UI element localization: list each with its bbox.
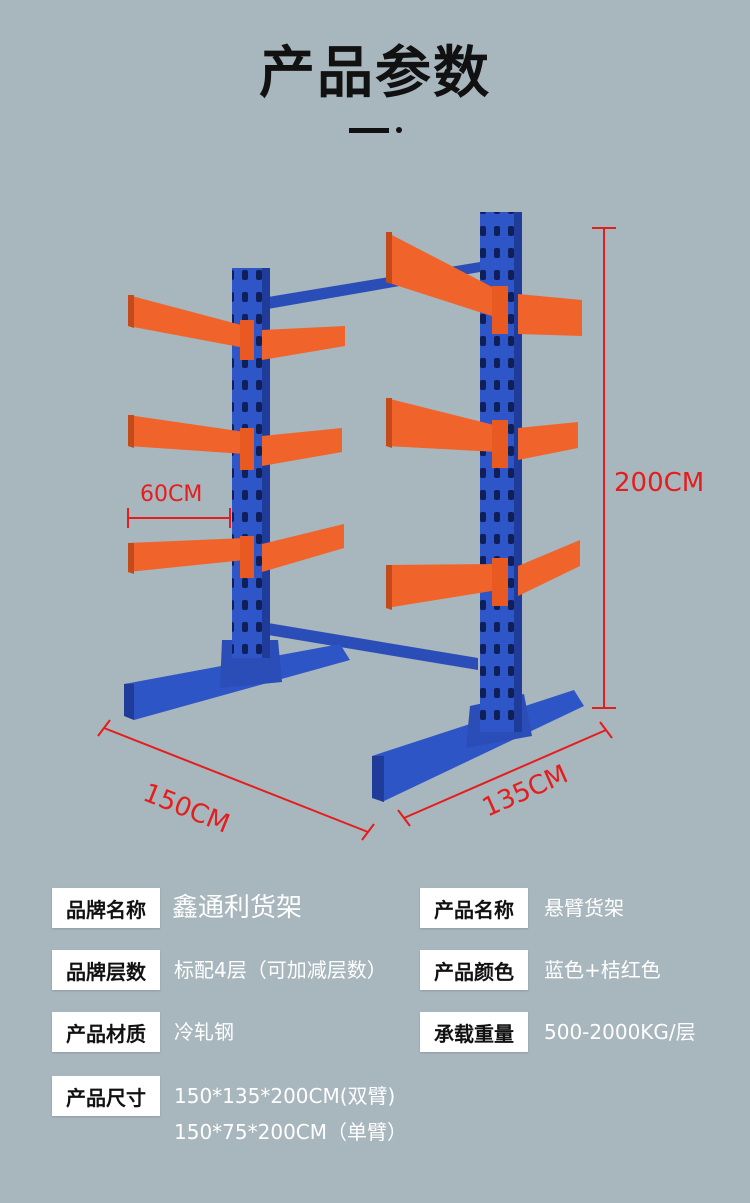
arm-dimension-line — [127, 508, 231, 528]
width-dimension-line — [97, 719, 375, 841]
cantilever-rack-illustration — [97, 212, 616, 841]
bottom-beam — [262, 622, 478, 670]
spec-load-value: 500-2000KG/层 — [544, 1020, 696, 1044]
spec-color-label: 产品颜色 — [420, 950, 528, 990]
spec-layers-value: 标配4层（可加减层数） — [174, 958, 387, 982]
spec-product-name-label: 产品名称 — [420, 888, 528, 928]
spec-size-value-single: 150*75*200CM（单臂） — [174, 1120, 408, 1144]
height-dimension-line — [592, 227, 616, 709]
spec-brand-name-label: 品牌名称 — [52, 888, 160, 928]
depth-dimension-line — [397, 721, 613, 827]
spec-layers-label: 品牌层数 — [52, 950, 160, 990]
spec-load-label: 承载重量 — [420, 1012, 528, 1052]
spec-material-label: 产品材质 — [52, 1012, 160, 1052]
page-title: 产品参数 — [259, 41, 491, 106]
title-dot — [396, 127, 402, 133]
arm-length-label: 60CM — [140, 482, 203, 507]
title-underline — [349, 128, 389, 133]
spec-size-value-double: 150*135*200CM(双臂) — [174, 1084, 396, 1108]
spec-color-value: 蓝色+桔红色 — [544, 958, 661, 982]
spec-brand-name-value: 鑫通利货架 — [172, 893, 303, 923]
height-label: 200CM — [614, 468, 705, 498]
spec-product-name-value: 悬臂货架 — [544, 896, 624, 920]
right-arms — [386, 232, 582, 610]
left-arms — [128, 295, 345, 578]
spec-material-value: 冷轧钢 — [174, 1020, 234, 1044]
spec-size-label: 产品尺寸 — [52, 1076, 160, 1116]
